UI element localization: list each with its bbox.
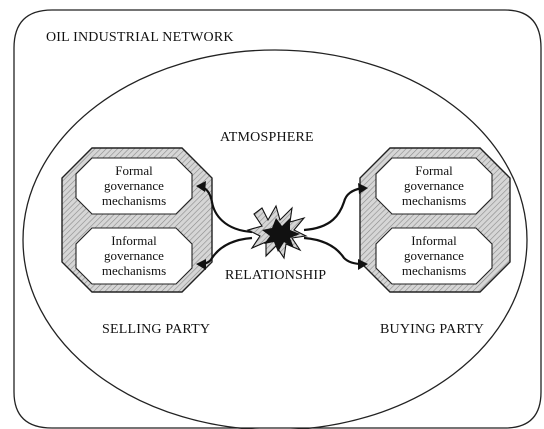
buying-party-label: BUYING PARTY bbox=[380, 322, 485, 337]
network-boundary bbox=[13, 9, 542, 429]
buying-formal-box bbox=[375, 157, 493, 215]
relationship-burst-core-icon bbox=[262, 218, 300, 252]
buying-informal-line-1: Informal bbox=[411, 233, 457, 248]
buying-informal-box bbox=[375, 227, 493, 285]
buying-informal-text: Informal governance mechanisms bbox=[376, 233, 492, 278]
selling-informal-line-1: Informal bbox=[111, 233, 157, 248]
network-label: OIL INDUSTRIAL NETWORK bbox=[46, 30, 234, 45]
relationship-label: RELATIONSHIP bbox=[225, 268, 327, 283]
selling-informal-line-2: governance bbox=[104, 248, 164, 263]
buying-formal-link bbox=[303, 186, 363, 232]
selling-informal-line-3: mechanisms bbox=[101, 263, 167, 278]
buying-formal-line-2: governance bbox=[404, 178, 464, 193]
buying-formal-arrowhead bbox=[358, 183, 368, 194]
selling-informal-box bbox=[75, 227, 193, 285]
selling-informal-arrowhead bbox=[196, 259, 206, 270]
selling-formal-box bbox=[75, 157, 193, 215]
selling-formal-text: Formal governance mechanisms bbox=[76, 163, 192, 208]
selling-formal-line-3: mechanisms bbox=[101, 193, 167, 208]
buying-formal-line-3: mechanisms bbox=[401, 193, 467, 208]
selling-informal-text: Informal governance mechanisms bbox=[76, 233, 192, 278]
buying-informal-line-2: governance bbox=[404, 248, 464, 263]
atmosphere-label: ATMOSPHERE bbox=[220, 130, 314, 145]
selling-formal-line-1: Formal bbox=[115, 163, 153, 178]
buying-formal-text: Formal governance mechanisms bbox=[376, 163, 492, 208]
atmosphere-ellipse bbox=[22, 49, 528, 429]
selling-formal-arrowhead bbox=[196, 181, 206, 192]
selling-party-label: SELLING PARTY bbox=[102, 322, 211, 337]
selling-formal-line-2: governance bbox=[104, 178, 164, 193]
buying-informal-line-3: mechanisms bbox=[401, 263, 467, 278]
buying-formal-line-1: Formal bbox=[415, 163, 453, 178]
buying-informal-arrowhead bbox=[358, 259, 368, 270]
buying-informal-link bbox=[303, 236, 363, 266]
